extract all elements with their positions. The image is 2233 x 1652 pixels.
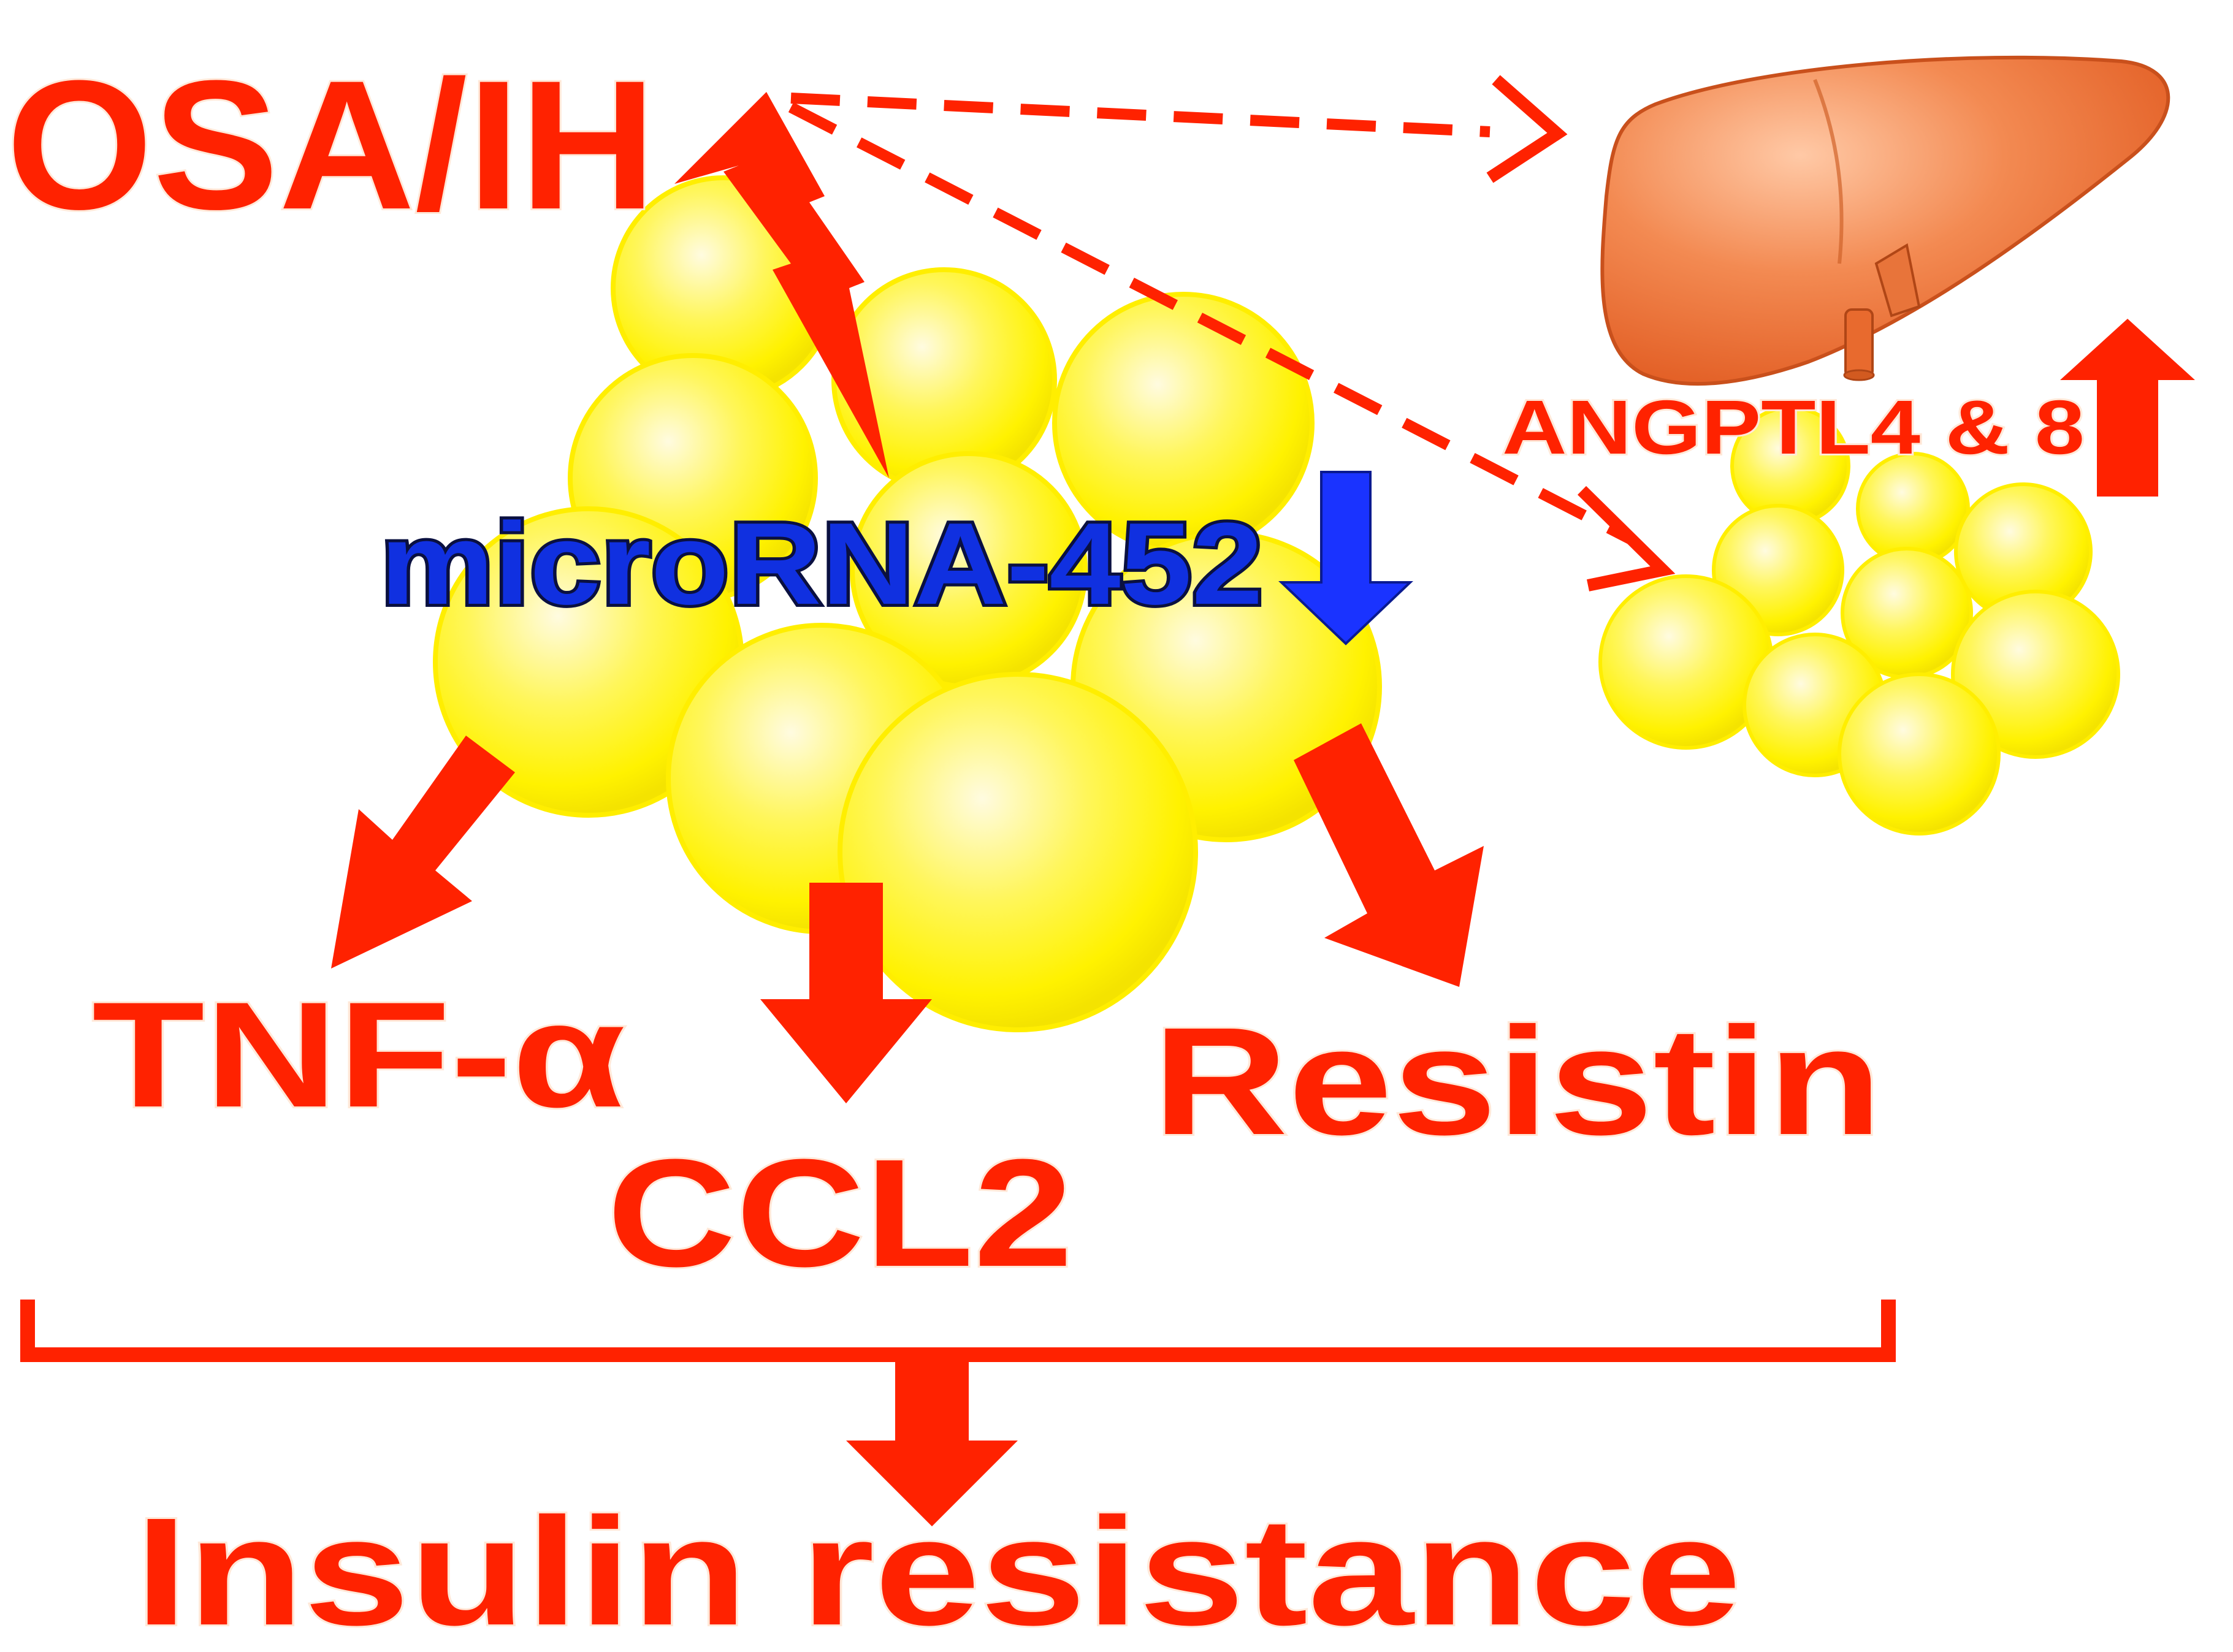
microrna-452-label: microRNA-452 bbox=[380, 499, 1263, 629]
insulin-resistance-label: Insulin resistance bbox=[135, 1486, 1741, 1652]
arrow-to-resistin bbox=[1294, 723, 1484, 987]
osa-ih-label: OSA/IH bbox=[6, 42, 656, 248]
arrow-to-tnf bbox=[331, 736, 515, 969]
tnf-alpha-label: TNF-α bbox=[92, 970, 625, 1138]
ccl2-label: CCL2 bbox=[607, 1127, 1073, 1298]
arrow-to-ccl2 bbox=[760, 883, 932, 1103]
adipocyte-cluster-main bbox=[433, 175, 1382, 1032]
lightning-bolt-icon bbox=[674, 92, 889, 478]
angptl-label: ANGPTL4 & 8 bbox=[1502, 385, 2085, 470]
down-arrow-icon bbox=[1278, 471, 1413, 645]
adipocyte-cluster-small bbox=[1598, 406, 2120, 836]
arrow-to-insulin-resistance bbox=[846, 1361, 1018, 1526]
up-arrow-icon bbox=[2060, 319, 2195, 497]
resistin-label: Resistin bbox=[1153, 995, 1882, 1167]
dashed-arrow-to-small-adipose bbox=[788, 102, 1676, 592]
liver-icon bbox=[1600, 55, 2170, 386]
dashed-arrow-to-liver bbox=[790, 75, 1568, 183]
bracket bbox=[20, 1300, 1896, 1362]
